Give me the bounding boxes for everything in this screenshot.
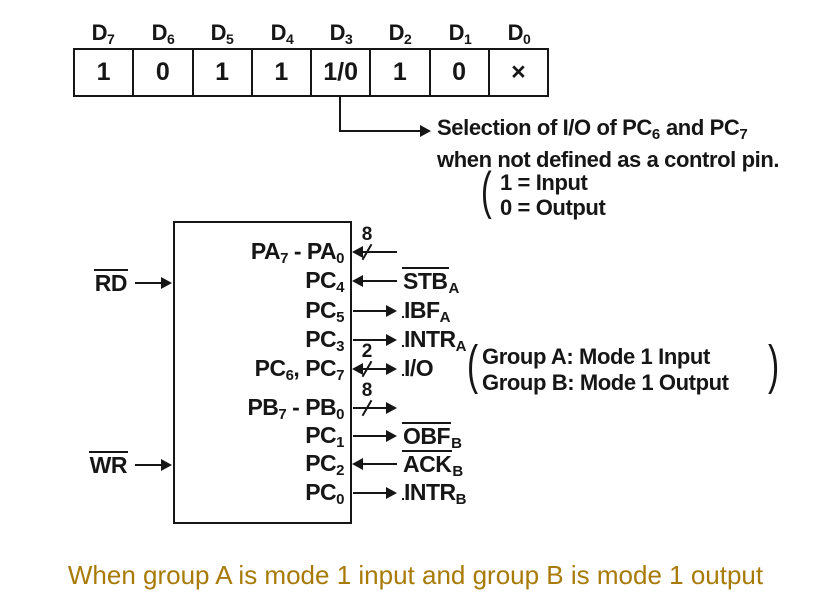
d3-pointer-vertical-line [339, 97, 341, 132]
pb-bus-width: 8 [361, 380, 373, 401]
group-note-line1: Group A: Mode 1 Input [482, 344, 710, 369]
group-note-open-paren: ( [467, 335, 479, 395]
pin-label-pc3: PC3 [305, 326, 344, 355]
arrow-right-icon [386, 305, 397, 317]
pa-wire [360, 251, 397, 253]
arrow-left-icon [352, 246, 363, 258]
stb-signal-label: STBA [402, 267, 459, 297]
bit-label-d5: D5 [210, 20, 234, 47]
bit-label-d3: D3 [329, 20, 353, 47]
legend: 1 = Input 0 = Output [500, 170, 606, 220]
intra-signal-label: INTRA [402, 326, 467, 355]
ibf-signal-label: IBFA [402, 297, 450, 326]
pin-label-pb: PB7 - PB0 [247, 394, 344, 423]
arrow-right-icon [386, 363, 397, 375]
d3-pointer-horizontal-line [339, 130, 421, 132]
arrow-right-icon [161, 459, 172, 471]
arrow-right-icon [386, 430, 397, 442]
legend-line1: 1 = Input [500, 170, 588, 195]
chip-box [173, 221, 352, 524]
caption: When group A is mode 1 input and group B… [67, 560, 764, 590]
pin-label-pc4: PC4 [305, 267, 344, 296]
wr-pin-label: WR [88, 451, 128, 478]
group-note: Group A: Mode 1 Input Group B: Mode 1 Ou… [482, 344, 729, 396]
register-bit-cell-d4: 1 [253, 50, 312, 95]
register-bit-cell-d2: 1 [371, 50, 431, 95]
intra-wire [353, 339, 387, 341]
pin-label-pc0: PC0 [305, 479, 344, 508]
io-bus-width: 2 [361, 341, 373, 362]
ack-signal-label: ACKB [402, 450, 463, 480]
d3-annotation-line1: Selection of I/O of PC6 and PC7 [437, 115, 748, 143]
obf-signal-label: OBFB [402, 422, 462, 452]
arrow-right-icon [420, 125, 431, 137]
wr-wire [135, 464, 163, 466]
d3-annotation-line2: when not defined as a control pin. [437, 147, 780, 172]
arrow-left-icon [352, 275, 363, 287]
arrow-right-icon [386, 402, 397, 414]
register-bit-cell-d5: 1 [194, 50, 253, 95]
pin-label-pc1: PC1 [305, 422, 344, 451]
control-word-register: 1 0 1 1 1/0 1 0 × [73, 48, 549, 97]
register-bit-cell-d6: 0 [134, 50, 194, 95]
rd-pin-label: RD [93, 269, 128, 296]
pin-label-pa: PA7 - PA0 [250, 238, 345, 267]
bit-label-d7: D7 [91, 20, 115, 47]
pin-label-pc6-pc7: PC6, PC7 [254, 355, 345, 384]
bit-label-d6: D6 [151, 20, 175, 47]
bit-label-d2: D2 [388, 20, 412, 47]
intrb-signal-label: INTRB [402, 479, 467, 508]
intrb-wire [353, 492, 387, 494]
stb-wire [360, 280, 397, 282]
group-note-line2: Group B: Mode 1 Output [482, 370, 729, 395]
legend-open-paren: ( [481, 162, 492, 220]
arrow-right-icon [161, 277, 172, 289]
register-bit-cell-d1: 0 [431, 50, 490, 95]
register-bit-cell-d3: 1/0 [312, 50, 372, 95]
arrow-left-icon [352, 458, 363, 470]
obf-wire [353, 435, 387, 437]
register-bit-cell-d7: 1 [75, 50, 135, 95]
pb-wire [353, 407, 387, 409]
pin-label-pc5: PC5 [305, 297, 344, 326]
ibf-wire [353, 310, 387, 312]
io-signal-label: I/O [402, 355, 434, 381]
arrow-right-icon [386, 334, 397, 346]
ack-wire [360, 463, 397, 465]
group-note-close-paren: ) [768, 335, 780, 395]
rd-wire [135, 282, 163, 284]
legend-line2: 0 = Output [500, 195, 606, 220]
pin-label-pc2: PC2 [305, 450, 344, 479]
register-bit-cell-d0: × [511, 58, 526, 86]
io-wire [360, 368, 388, 370]
pa-bus-width: 8 [361, 224, 373, 245]
d3-annotation: Selection of I/O of PC6 and PC7 when not… [437, 115, 779, 172]
arrow-right-icon [386, 487, 397, 499]
arrow-left-icon [352, 363, 363, 375]
bit-label-d1: D1 [448, 20, 472, 47]
bit-label-d0: D0 [507, 20, 531, 47]
bit-label-d4: D4 [270, 20, 294, 47]
